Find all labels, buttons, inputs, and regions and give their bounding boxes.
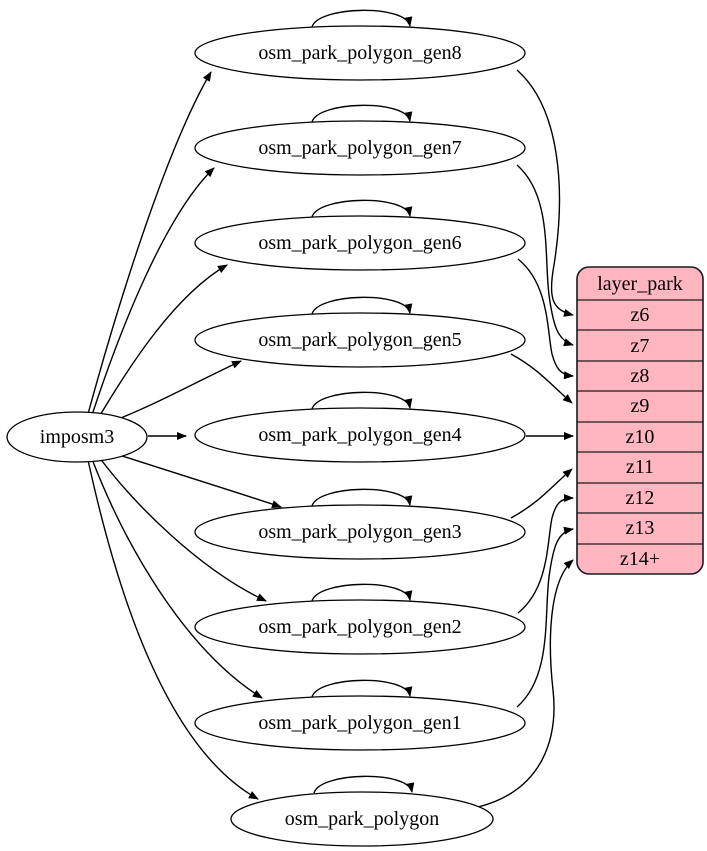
node-label: osm_park_polygon_gen6 [258,232,461,254]
node-label: osm_park_polygon_gen5 [258,329,461,351]
node-label: osm_park_polygon_gen1 [258,712,461,734]
edges-from-source [87,71,282,800]
node-label: osm_park_polygon_gen7 [258,137,461,159]
layer-row-z8: z8 [631,365,650,387]
edge-osm_park_polygon_gen3-to-z11 [510,468,573,519]
node-ellipse [194,25,526,81]
self-loop-osm_park_polygon_gen7 [311,104,413,123]
imposm3-label: imposm3 [40,426,114,448]
layer-park-table: layer_park z6 z7 z8 z9 z10 z11 z12 z13 z… [576,266,704,575]
node-osm_park_polygon_gen7: osm_park_polygon_gen7 [194,120,526,176]
layer-table-background [576,266,704,575]
edge-osm_park_polygon_gen5-to-z9 [510,353,573,404]
layer-table-title: layer_park [597,273,683,295]
self-loop-osm_park_polygon_gen6 [311,199,413,218]
edge-imposm3-to-osm_park_polygon_gen7 [91,167,215,416]
layer-row-z12: z12 [626,487,655,509]
node-osm_park_polygon_gen5: osm_park_polygon_gen5 [194,312,526,368]
edges-to-layer [477,69,574,808]
edge-imposm3-to-osm_park_polygon_gen3 [112,452,282,508]
node-osm_park_polygon_gen2: osm_park_polygon_gen2 [194,599,526,655]
node-label: osm_park_polygon_gen3 [258,521,461,543]
node-ellipse [194,215,526,271]
edge-imposm3-to-osm_park_polygon_gen8 [87,71,212,415]
edge-osm_park_polygon_gen7-to-z7 [516,164,574,347]
layer-row-z9: z9 [631,395,650,417]
edge-imposm3-to-osm_park_polygon_gen1 [91,458,263,699]
layer-row-z13: z13 [626,517,655,539]
layer-row-z14: z14+ [620,548,660,570]
node-label: osm_park_polygon_gen4 [258,424,461,446]
self-loop-osm_park_polygon_gen4 [311,391,413,410]
self-loop-osm_park_polygon [313,775,415,794]
edge-osm_park_polygon_gen8-to-z6 [516,69,574,317]
node-ellipse [194,407,526,463]
node-ellipse [194,312,526,368]
edge-imposm3-to-osm_park_polygon_gen6 [98,264,228,418]
edge-osm_park_polygon_gen1-to-z13 [516,526,574,708]
self-loop-osm_park_polygon_gen1 [311,679,413,698]
edge-imposm3-to-osm_park_polygon_gen5 [112,360,242,422]
node-ellipse [194,504,526,560]
source-node-imposm3: imposm3 [6,411,148,463]
node-label: osm_park_polygon_gen2 [258,616,461,638]
layer-row-z10: z10 [626,426,655,448]
node-ellipse [230,791,494,847]
edge-imposm3-to-osm_park_polygon [87,459,259,800]
layer-row-z11: z11 [626,456,654,478]
imposm3-ellipse [6,411,148,463]
layer-row-z6: z6 [631,304,650,326]
node-osm_park_polygon_gen1: osm_park_polygon_gen1 [194,695,526,751]
self-loop-osm_park_polygon_gen5 [311,296,413,315]
node-osm_park_polygon: osm_park_polygon [230,791,494,847]
node-osm_park_polygon_gen8: osm_park_polygon_gen8 [194,25,526,81]
node-label: osm_park_polygon_gen8 [258,42,461,64]
node-ellipse [194,120,526,176]
edge-osm_park_polygon-to-z14 [477,559,574,808]
node-ellipse [194,599,526,655]
edge-osm_park_polygon_gen6-to-z8 [517,258,574,380]
layer-row-z7: z7 [631,335,650,357]
node-osm_park_polygon_gen3: osm_park_polygon_gen3 [194,504,526,560]
edge-imposm3-to-osm_park_polygon_gen2 [98,456,267,602]
self-loops [311,9,415,794]
self-loop-osm_park_polygon_gen8 [311,9,413,28]
edge-osm_park_polygon_gen2-to-z12 [517,494,574,614]
node-osm_park_polygon_gen4: osm_park_polygon_gen4 [194,407,526,463]
node-osm_park_polygon_gen6: osm_park_polygon_gen6 [194,215,526,271]
self-loop-osm_park_polygon_gen3 [311,488,413,507]
node-label: osm_park_polygon [285,808,439,830]
node-ellipse [194,695,526,751]
self-loop-osm_park_polygon_gen2 [311,583,413,602]
